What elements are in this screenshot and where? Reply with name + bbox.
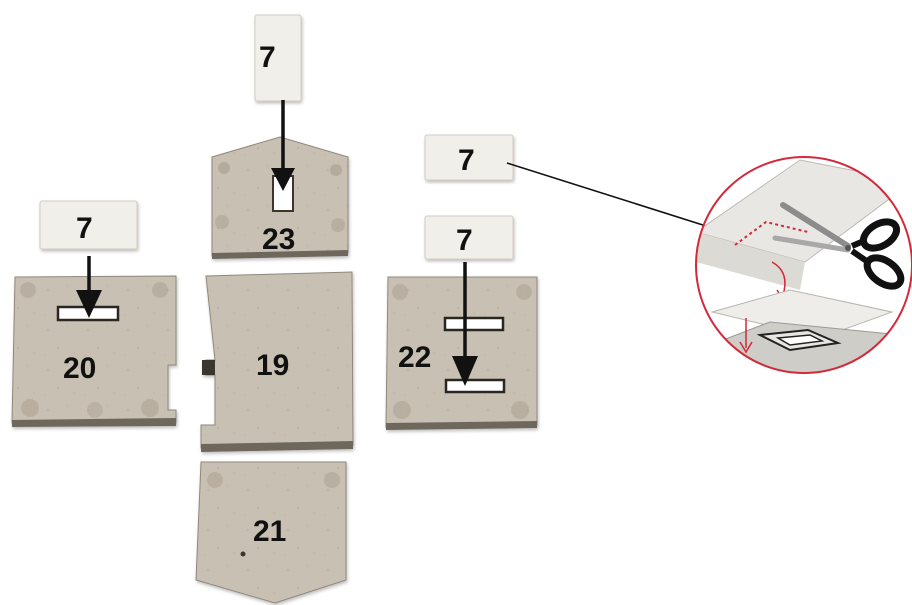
slot-window-icon (756, 328, 842, 352)
slot-22-upper (443, 316, 505, 332)
slot-22-lower (444, 378, 506, 394)
paper-label-top: 7 (259, 41, 276, 74)
paper-strip-mid-right (424, 134, 514, 181)
paper-label-mid-right: 7 (458, 144, 475, 177)
piece-label-19: 19 (256, 349, 289, 382)
paper-strip-top (254, 14, 302, 102)
scissors-icon (772, 202, 905, 290)
arrow-left-to-20 (76, 256, 102, 318)
piece-label-21: 21 (253, 515, 286, 548)
paper-strip-right (424, 215, 514, 260)
paper-strip-left (39, 200, 138, 250)
paper-label-left: 7 (76, 212, 93, 245)
paper-label-right: 7 (456, 224, 473, 257)
arrow-right-to-22 (452, 262, 478, 386)
inset-cutting-detail (695, 156, 912, 374)
piece-label-20: 20 (63, 352, 96, 385)
leader-line (506, 162, 707, 227)
wood-piece-23 (211, 136, 349, 259)
piece-label-22: 22 (398, 341, 431, 374)
piece-label-23: 23 (262, 223, 295, 256)
wood-piece-21 (195, 461, 347, 604)
arrow-top-to-23 (271, 100, 295, 191)
wood-piece-20 (11, 275, 177, 427)
wood-piece-19 (200, 271, 354, 452)
wood-piece-22 (385, 276, 538, 430)
